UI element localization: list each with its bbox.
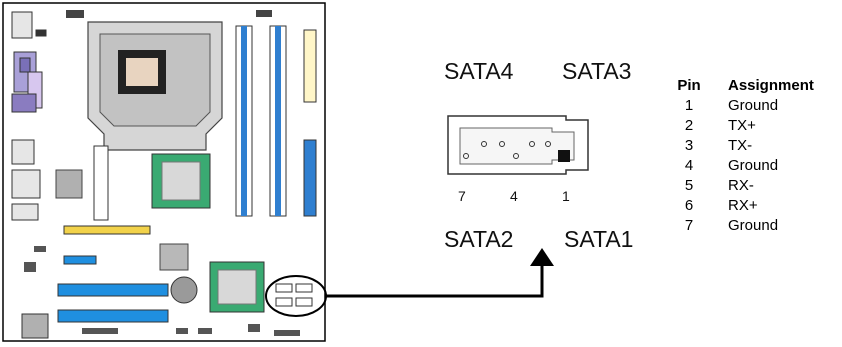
table-row: 5 RX- bbox=[676, 176, 814, 196]
header-pin: Pin bbox=[677, 77, 701, 94]
cpu-socket bbox=[87, 21, 223, 151]
rear-io-ports bbox=[11, 11, 47, 221]
assignment-cell: Ground bbox=[728, 97, 779, 114]
header-assignment: Assignment bbox=[728, 77, 814, 94]
label-sata1: SATA1 bbox=[564, 226, 634, 252]
callout-arrow bbox=[326, 248, 554, 298]
table-row: 2 TX+ bbox=[676, 116, 814, 136]
table-row: 1 Ground bbox=[676, 96, 814, 116]
north-bridge bbox=[151, 153, 211, 209]
cmos-battery bbox=[170, 276, 198, 304]
assignment-cell: RX+ bbox=[728, 197, 758, 214]
pcie-x16-slots bbox=[57, 283, 169, 323]
pin-cell: 5 bbox=[684, 177, 694, 194]
pin-number-1: 1 bbox=[562, 188, 570, 204]
ide-connectors bbox=[303, 29, 317, 217]
pin-cell: 1 bbox=[684, 97, 694, 114]
pin-number-4: 4 bbox=[510, 188, 518, 204]
pin-assignment-table: Pin Assignment 1 Ground 2 TX+ 3 TX- 4 Gr… bbox=[676, 76, 814, 236]
table-row: 7 Ground bbox=[676, 216, 814, 236]
top-headers bbox=[66, 10, 272, 18]
assignment-cell: Ground bbox=[728, 217, 779, 234]
assignment-cell: TX+ bbox=[728, 117, 756, 134]
assignment-cell: TX- bbox=[728, 137, 753, 154]
label-sata3: SATA3 bbox=[562, 58, 632, 84]
misc-headers bbox=[21, 246, 300, 339]
pin-number-7: 7 bbox=[458, 188, 466, 204]
atx-power-connector bbox=[93, 145, 109, 221]
table-row: 4 Ground bbox=[676, 156, 814, 176]
pin-cell: 6 bbox=[684, 197, 694, 214]
table-row: 6 RX+ bbox=[676, 196, 814, 216]
board-sata-connectors bbox=[265, 275, 327, 317]
pin-cell: 7 bbox=[684, 217, 694, 234]
io-chip bbox=[159, 243, 189, 271]
label-sata4: SATA4 bbox=[444, 58, 514, 84]
pin-cell: 4 bbox=[684, 157, 694, 174]
memory-slots bbox=[235, 25, 287, 217]
table-header: Pin Assignment bbox=[676, 76, 814, 96]
pin-cell: 3 bbox=[684, 137, 694, 154]
south-bridge bbox=[209, 261, 265, 313]
pin-cell: 2 bbox=[684, 117, 694, 134]
sata-connector-detail bbox=[447, 115, 589, 175]
label-sata2: SATA2 bbox=[444, 226, 514, 252]
pcie-x1-slot bbox=[63, 255, 97, 265]
assignment-cell: RX- bbox=[728, 177, 754, 194]
table-row: 3 TX- bbox=[676, 136, 814, 156]
pci-slot bbox=[63, 225, 151, 235]
small-chip bbox=[55, 169, 83, 199]
assignment-cell: Ground bbox=[728, 157, 779, 174]
